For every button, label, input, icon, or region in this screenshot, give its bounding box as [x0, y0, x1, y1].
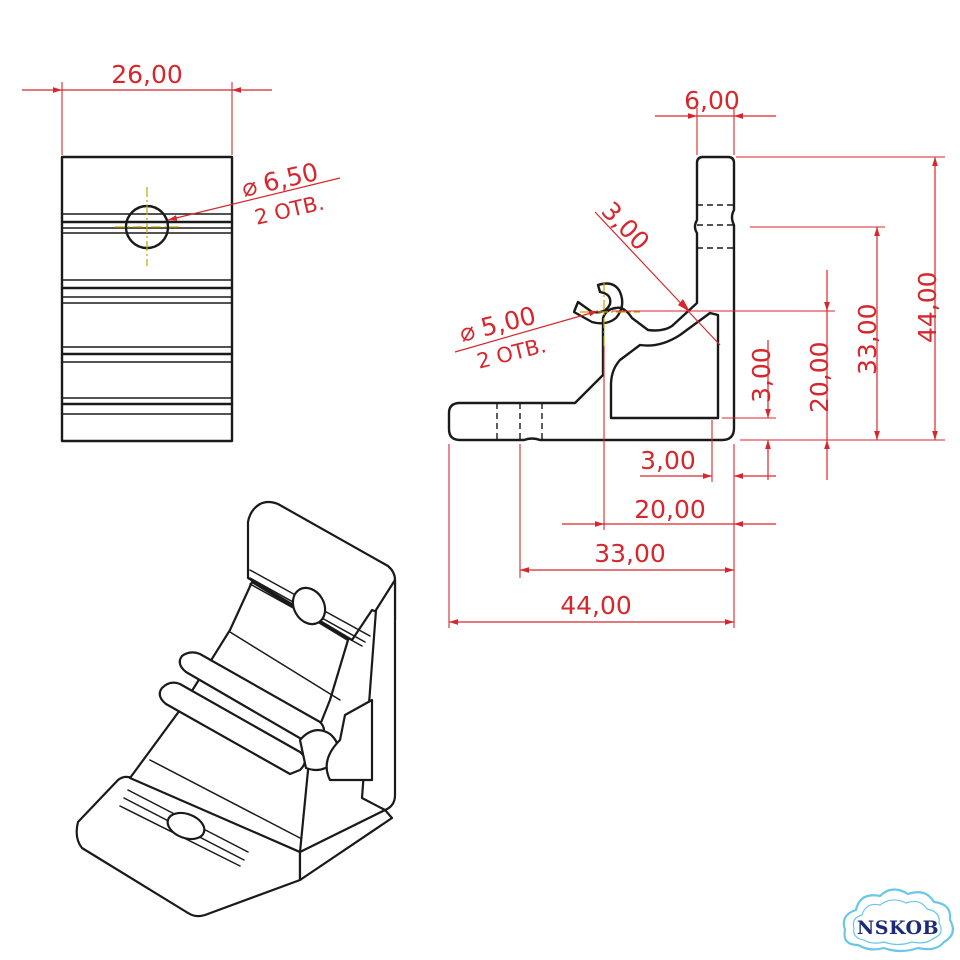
dim-hole-side-symbol: ⌀ — [456, 316, 478, 348]
dim-top-width-label: 26,00 — [111, 60, 183, 89]
dim-height-slot-label: 3,00 — [747, 347, 776, 403]
dim-hole-top-symbol: ⌀ — [239, 171, 260, 203]
iso-vertical-leg-face — [246, 500, 397, 642]
dim-width-slot-label: 3,00 — [640, 446, 696, 475]
logo-text: NSKOB — [857, 917, 939, 939]
dim-chamfer-label: 3,00 — [596, 196, 656, 256]
side-view-slot-hook — [572, 282, 624, 325]
dim-height-slot-axis-label: 33,00 — [853, 303, 882, 375]
nskob-logo: NSKOB — [842, 888, 955, 953]
iso-hole-lower — [166, 811, 206, 841]
iso-hole-upper — [291, 586, 327, 626]
top-view-outline — [60, 155, 234, 443]
side-view — [447, 155, 736, 442]
side-view-inner-cavity — [609, 311, 720, 420]
dim-width-slot-axis-label: 33,00 — [594, 539, 666, 568]
top-view — [60, 155, 234, 443]
dim-height-inner-label: 20,00 — [805, 341, 834, 413]
top-view-grooves — [60, 213, 234, 415]
dim-wall-thickness-label: 6,00 — [684, 86, 740, 115]
dim-width-inner-label: 20,00 — [634, 495, 706, 524]
isometric-view — [75, 500, 397, 918]
iso-bottom-leg-edge — [298, 808, 394, 882]
dim-height-total-label: 44,00 — [913, 271, 942, 343]
top-view-dimensions: 26,00 ⌀ 6,50 2 ОТВ. — [22, 60, 341, 230]
dim-width-total-label: 44,00 — [560, 591, 632, 620]
side-view-profile — [447, 155, 736, 442]
